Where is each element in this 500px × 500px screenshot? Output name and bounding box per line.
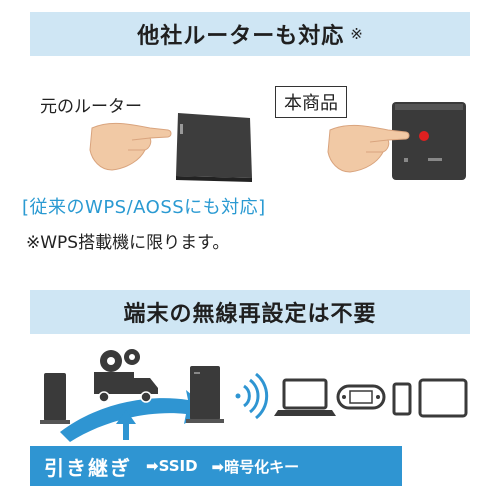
smartphone-icon: [392, 382, 412, 416]
top-banner-mark: ※: [350, 25, 363, 43]
old-router-label: 元のルーター: [40, 97, 142, 117]
new-product-label: 本商品: [275, 86, 347, 118]
new-router-icon: [392, 102, 466, 180]
truck-with-gears-icon: [94, 349, 158, 403]
note-text: ※WPS搭載機に限ります。: [26, 233, 230, 253]
handover-bar: 引き継ぎ ➡SSID ➡暗号化キー: [30, 446, 402, 486]
handover-item-key: ➡暗号化キー: [211, 457, 300, 476]
handover-title: 引き継ぎ: [44, 455, 132, 480]
handover-item-ssid: ➡SSID: [146, 457, 198, 475]
laptop-icon: [274, 378, 336, 416]
bottom-banner: 端末の無線再設定は不要: [30, 290, 470, 334]
top-banner-title: 他社ルーターも対応: [137, 24, 345, 49]
new-router-tower-icon: [186, 366, 224, 423]
pointing-hand-icon: [89, 122, 172, 171]
indicator-led-icon: [419, 131, 429, 141]
old-router-icon: [176, 113, 252, 182]
pointing-hand-icon-2: [327, 124, 410, 173]
old-router-tower-icon: [40, 373, 70, 424]
tablet-icon: [418, 378, 468, 418]
down-arrow-icon: [116, 410, 136, 440]
transfer-arrow-icon: [60, 390, 210, 442]
top-banner: 他社ルーターも対応 ※: [30, 12, 470, 56]
wireless-signal-icon: [235, 372, 269, 420]
compat-text: [従来のWPS/AOSSにも対応]: [22, 197, 266, 218]
game-console-icon: [336, 384, 386, 410]
bottom-banner-title: 端末の無線再設定は不要: [123, 302, 377, 327]
